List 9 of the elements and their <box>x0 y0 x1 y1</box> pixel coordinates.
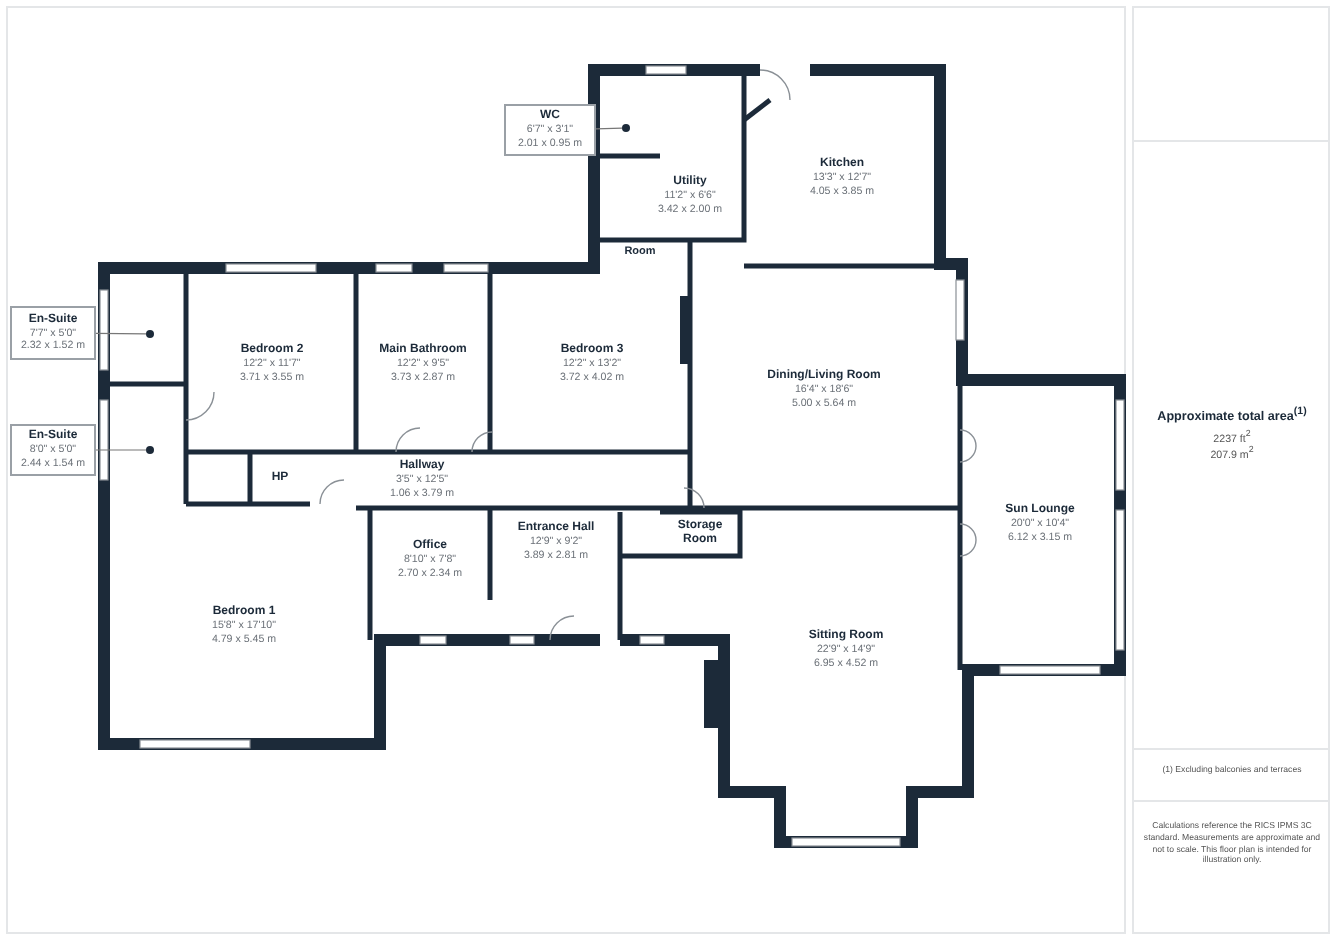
leader-line <box>95 449 147 451</box>
leader-dot <box>146 330 154 338</box>
leader-line <box>95 332 147 335</box>
room-callout <box>10 306 96 360</box>
room-callout <box>504 104 596 156</box>
leader-dot <box>622 124 630 132</box>
leader-line <box>595 127 623 130</box>
room-callout <box>10 424 96 476</box>
leader-dot <box>146 446 154 454</box>
